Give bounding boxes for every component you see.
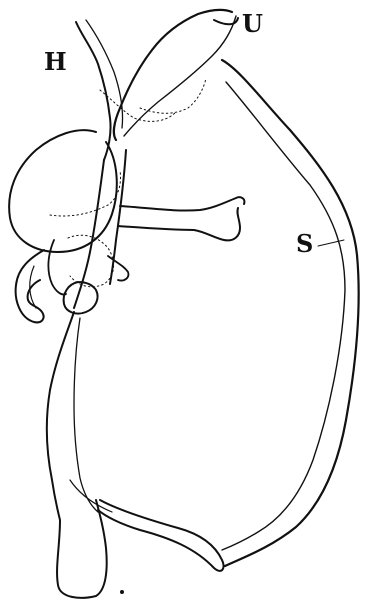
transverse-arm-upper (120, 197, 244, 210)
sac-outline-inner (222, 82, 345, 550)
label-h: H (44, 50, 67, 74)
uncus-dotted (140, 78, 206, 113)
sac-outline-outer (222, 60, 359, 566)
label-u: U (242, 12, 263, 36)
ventral-lip-fold (70, 480, 112, 512)
transverse-arm-lower (118, 208, 240, 240)
bulb-dotted-region (50, 170, 121, 216)
ventral-lip (98, 500, 224, 571)
uncus-inner (124, 16, 236, 136)
speck-mark (120, 590, 124, 594)
left-stem-inner (74, 318, 98, 512)
uncus-outline (114, 10, 232, 140)
h-stalk-dotted (100, 90, 176, 121)
label-s: S (296, 232, 313, 256)
h-stalk (76, 22, 111, 160)
h-stalk-inner (86, 20, 123, 128)
clasper-lower (48, 240, 66, 295)
